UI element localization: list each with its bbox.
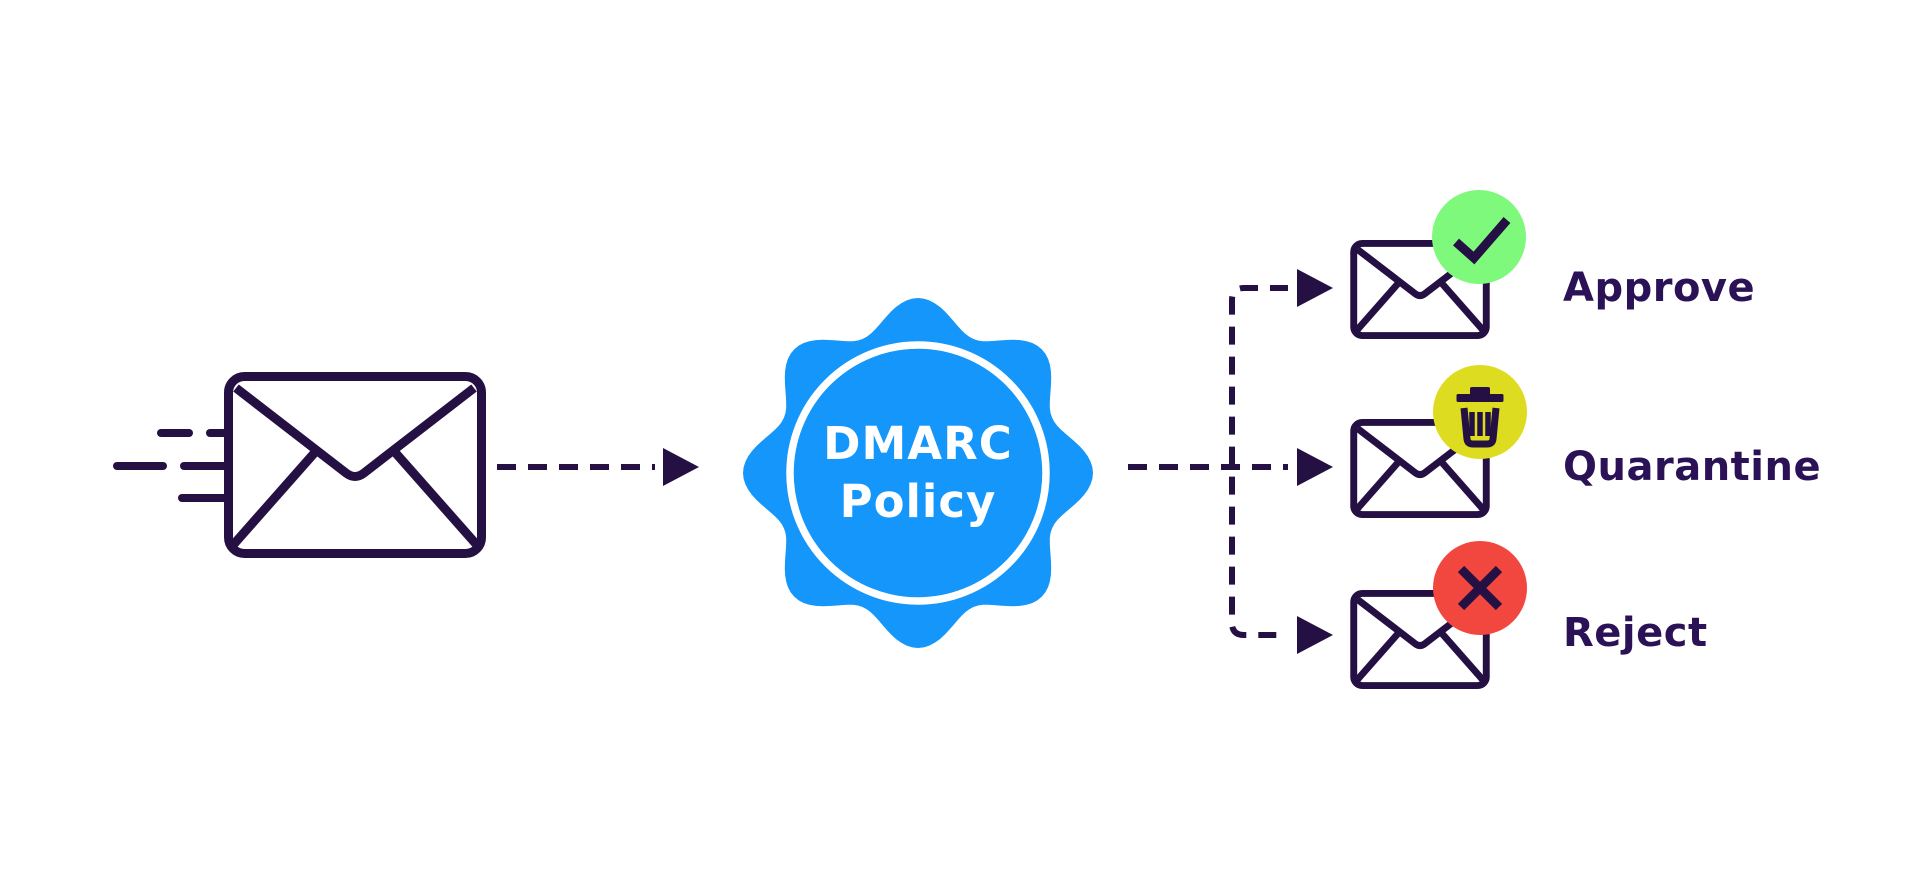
badge-line2: Policy bbox=[839, 475, 997, 528]
envelope-icon bbox=[1350, 590, 1490, 689]
branch-elbow-line bbox=[1229, 285, 1288, 638]
arrowhead-reject bbox=[1297, 616, 1333, 654]
arrowhead-quarantine bbox=[1297, 448, 1333, 486]
approve-label: Approve bbox=[1563, 265, 1756, 311]
check-icon bbox=[1432, 190, 1526, 284]
reject-label: Reject bbox=[1563, 610, 1708, 656]
seal-shape bbox=[743, 298, 1093, 648]
envelope-icon bbox=[1350, 240, 1490, 339]
dmarc-policy-badge: DMARC Policy bbox=[743, 298, 1093, 648]
seal-inner-ring bbox=[786, 341, 1050, 605]
badge-text: DMARC Policy bbox=[743, 298, 1093, 648]
badge-line1: DMARC bbox=[823, 417, 1013, 471]
speed-line bbox=[113, 462, 167, 470]
arrowhead-sender-to-badge bbox=[663, 448, 699, 486]
arrowhead-approve bbox=[1297, 269, 1333, 307]
trash-icon bbox=[1433, 365, 1527, 459]
envelope-icon bbox=[1350, 419, 1490, 518]
speed-line bbox=[180, 462, 230, 470]
speed-line bbox=[157, 429, 193, 437]
speed-line bbox=[178, 494, 230, 502]
envelope-icon bbox=[224, 372, 486, 558]
x-icon bbox=[1433, 541, 1527, 635]
speed-line bbox=[206, 429, 230, 437]
quarantine-label: Quarantine bbox=[1563, 444, 1822, 490]
